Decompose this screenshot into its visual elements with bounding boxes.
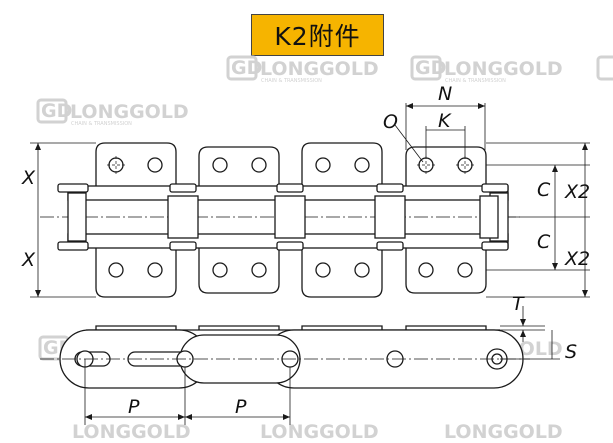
- watermarks: GD LONGGOLD CHAIN & TRANSMISSION GD LONG…: [36, 55, 613, 443]
- dim-c-top: C: [537, 179, 551, 201]
- roller: [374, 195, 406, 239]
- pin-cap: [481, 241, 509, 251]
- attachment-plate: [301, 142, 383, 186]
- top-dimension-lines: [30, 103, 590, 298]
- dim-n: N: [438, 83, 452, 105]
- dim-s: S: [565, 341, 577, 363]
- roller: [274, 195, 306, 239]
- svg-text:LONGGOLD: LONGGOLD: [70, 101, 189, 123]
- roller: [479, 195, 499, 239]
- pin-cap: [169, 183, 197, 193]
- pin-cap: [57, 241, 89, 251]
- dim-k: K: [438, 110, 452, 132]
- dim-p-left: P: [128, 396, 140, 418]
- attachment-plate: [405, 146, 487, 186]
- attachment-plate: [95, 142, 177, 186]
- attachment-plate: [198, 146, 280, 186]
- attachment-plate: [405, 248, 487, 294]
- watermark-logo: GD LONGGOLD CHAIN & TRANSMISSION: [410, 55, 563, 84]
- arrowheads: [35, 103, 588, 420]
- svg-text:CHAIN & TRANSMISSION: CHAIN & TRANSMISSION: [261, 78, 322, 84]
- attachment-plate: [198, 248, 280, 294]
- watermark-logo: LONGGOLD: [260, 421, 379, 443]
- svg-text:GD: GD: [41, 100, 72, 122]
- pin-cap: [169, 241, 197, 251]
- pin-cap: [276, 241, 304, 251]
- end-roller: [67, 192, 87, 242]
- svg-text:CHAIN & TRANSMISSION: CHAIN & TRANSMISSION: [445, 78, 506, 84]
- side-view: [40, 325, 530, 389]
- watermark-logo: GD LONGGOLD CHAIN & TRANSMISSION: [36, 98, 189, 127]
- pin-cap: [481, 183, 509, 193]
- title-label: K2附件: [251, 14, 384, 56]
- svg-text:GD: GD: [415, 57, 446, 79]
- dim-c-bottom: C: [537, 231, 551, 253]
- roller: [167, 195, 199, 239]
- side-dimension-lines: [84, 306, 560, 425]
- watermark-logo: LONGGOLD: [72, 421, 191, 443]
- svg-text:GD: GD: [231, 57, 262, 79]
- pin-cap: [57, 183, 89, 193]
- svg-text:CHAIN & TRANSMISSION: CHAIN & TRANSMISSION: [71, 121, 132, 127]
- dim-o: O: [383, 111, 398, 133]
- watermark-logo: [596, 55, 613, 81]
- dim-x-top: X: [21, 167, 36, 189]
- attachment-plate: [95, 248, 177, 298]
- svg-text:LONGGOLD: LONGGOLD: [444, 58, 563, 80]
- attachment-plate: [301, 248, 383, 298]
- dim-x2-top: X2: [564, 181, 590, 203]
- pin-cap: [376, 183, 404, 193]
- pin-cap: [376, 241, 404, 251]
- svg-text:LONGGOLD: LONGGOLD: [444, 421, 563, 443]
- pin-cap: [276, 183, 304, 193]
- dim-x2-bottom: X2: [564, 248, 590, 270]
- dim-x-bottom: X: [21, 249, 36, 271]
- svg-text:LONGGOLD: LONGGOLD: [260, 421, 379, 443]
- dim-p-right: P: [235, 396, 247, 418]
- watermark-logo: GD LONGGOLD CHAIN & TRANSMISSION: [226, 55, 379, 84]
- svg-text:LONGGOLD: LONGGOLD: [260, 58, 379, 80]
- svg-text:LONGGOLD: LONGGOLD: [72, 421, 191, 443]
- top-view: [40, 142, 520, 298]
- watermark-logo: LONGGOLD: [444, 421, 563, 443]
- dim-t: T: [512, 293, 525, 315]
